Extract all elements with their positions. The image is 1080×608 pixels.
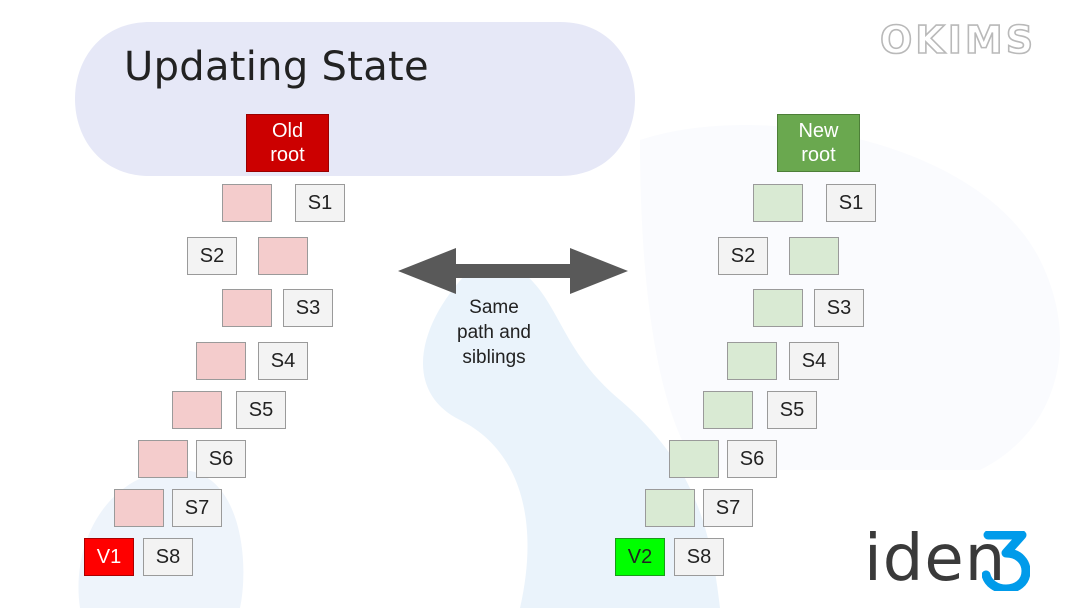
caption-line3: siblings bbox=[462, 347, 526, 368]
old-sibling-node: S6 bbox=[196, 440, 246, 478]
new-root-label-line2: root bbox=[801, 144, 836, 166]
old-sibling-node: S1 bbox=[295, 184, 345, 222]
old-root-node: Old root bbox=[246, 114, 329, 172]
new-path-node bbox=[645, 489, 695, 527]
old-path-node bbox=[258, 237, 308, 275]
new-path-node bbox=[789, 237, 839, 275]
new-sibling-node: S6 bbox=[727, 440, 777, 478]
okims-watermark: OKIMS bbox=[879, 17, 1037, 63]
new-path-node bbox=[753, 184, 803, 222]
caption-line2: path and bbox=[457, 322, 531, 343]
old-path-node bbox=[196, 342, 246, 380]
new-path-node bbox=[753, 289, 803, 327]
new-path-node bbox=[669, 440, 719, 478]
old-path-node bbox=[114, 489, 164, 527]
new-sibling-node: S5 bbox=[767, 391, 817, 429]
old-path-node bbox=[222, 289, 272, 327]
new-sibling-node: S4 bbox=[789, 342, 839, 380]
new-sibling-node: S3 bbox=[814, 289, 864, 327]
new-root-node: New root bbox=[777, 114, 860, 172]
old-sibling-node: S3 bbox=[283, 289, 333, 327]
old-sibling-node: S8 bbox=[143, 538, 193, 576]
new-path-node bbox=[727, 342, 777, 380]
old-root-label-line1: Old bbox=[271, 120, 304, 142]
arrow-caption: Same path and siblings bbox=[438, 295, 550, 370]
old-path-node bbox=[172, 391, 222, 429]
old-path-node bbox=[138, 440, 188, 478]
new-sibling-node: S2 bbox=[718, 237, 768, 275]
new-root-label-line1: New bbox=[798, 120, 839, 142]
logo-three-mark-icon bbox=[982, 531, 1030, 591]
old-leaf-value: V1 bbox=[84, 538, 134, 576]
caption-line1: Same bbox=[469, 297, 519, 318]
title-blob bbox=[75, 22, 635, 176]
double-arrow-icon bbox=[398, 248, 628, 294]
old-root-label-line2: root bbox=[270, 144, 305, 166]
old-sibling-node: S7 bbox=[172, 489, 222, 527]
new-sibling-node: S7 bbox=[703, 489, 753, 527]
old-path-node bbox=[222, 184, 272, 222]
new-path-node bbox=[703, 391, 753, 429]
old-sibling-node: S5 bbox=[236, 391, 286, 429]
new-leaf-value: V2 bbox=[615, 538, 665, 576]
new-sibling-node: S1 bbox=[826, 184, 876, 222]
slide-title: Updating State bbox=[124, 44, 429, 90]
old-sibling-node: S2 bbox=[187, 237, 237, 275]
logo-text: iden bbox=[864, 522, 1007, 596]
new-sibling-node: S8 bbox=[674, 538, 724, 576]
old-sibling-node: S4 bbox=[258, 342, 308, 380]
